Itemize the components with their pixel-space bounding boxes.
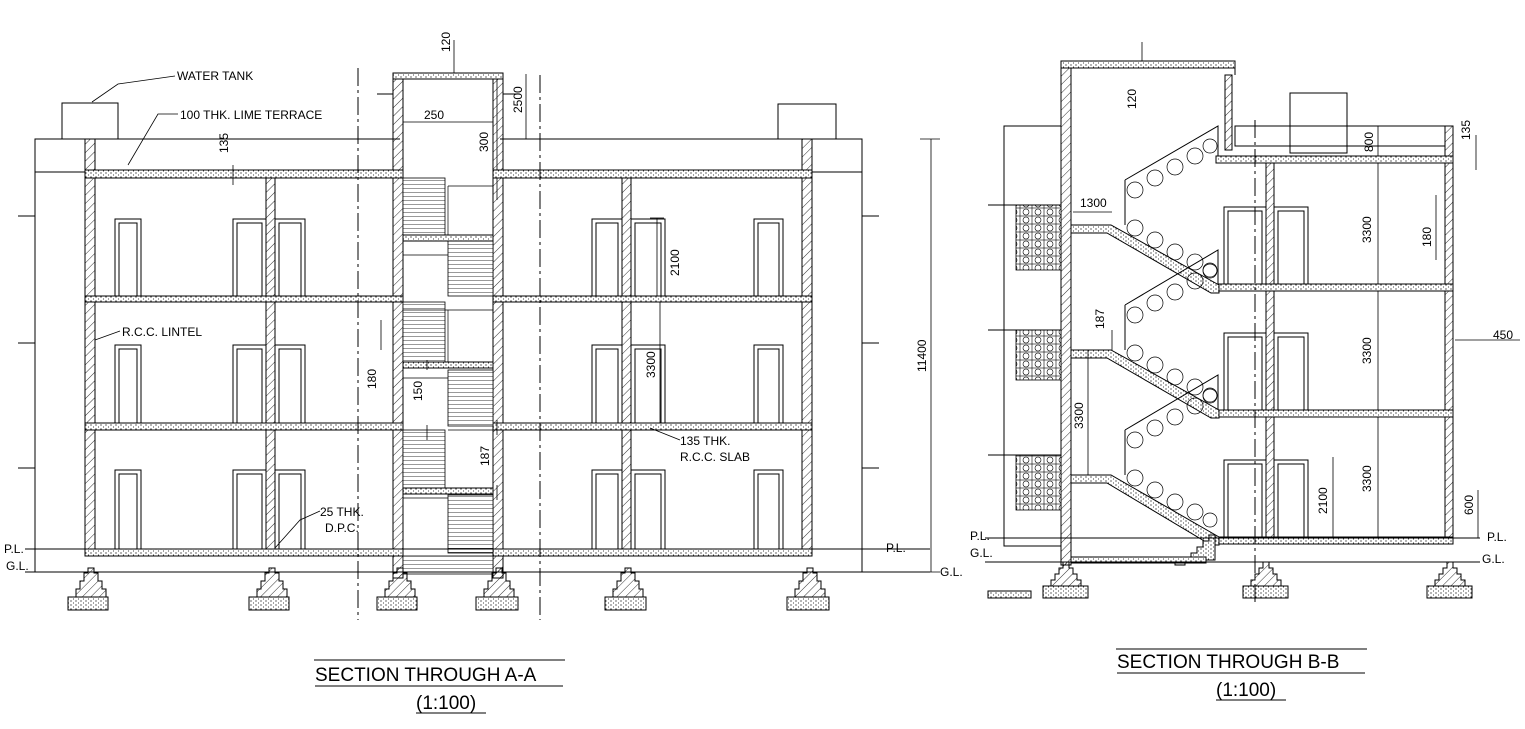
footings-a bbox=[67, 567, 830, 611]
section-a-title: SECTION THROUGH A-A bbox=[315, 665, 537, 686]
parapet-right bbox=[811, 138, 863, 173]
label-gl-right-b: G.L. bbox=[1482, 552, 1505, 566]
dim-b-2100: 2100 bbox=[1316, 487, 1330, 514]
label-gl-left-b: G.L. bbox=[970, 546, 993, 560]
dpc-floor-left bbox=[84, 548, 404, 557]
section-b-title: SECTION THROUGH B-B bbox=[1117, 652, 1339, 673]
b-water-tank bbox=[1289, 92, 1348, 154]
label-pl-left-a: P.L. bbox=[4, 542, 24, 556]
water-tank-left bbox=[61, 102, 119, 140]
roof-slab-left bbox=[84, 169, 404, 179]
label-gl-left-a: G.L. bbox=[6, 559, 29, 573]
stair-wall-right bbox=[492, 73, 504, 579]
section-a-scale: (1:100) bbox=[416, 693, 476, 714]
dim-a-120: 120 bbox=[439, 32, 453, 52]
dim-b-187: 187 bbox=[1093, 309, 1107, 329]
dim-a-250: 250 bbox=[424, 108, 444, 122]
section-b-scale: (1:100) bbox=[1216, 680, 1276, 701]
dim-b-800: 800 bbox=[1362, 132, 1376, 152]
dim-b-3300-bottom: 3300 bbox=[1360, 465, 1374, 492]
dim-a-2100: 2100 bbox=[668, 249, 682, 276]
wall-left bbox=[84, 138, 96, 550]
dim-b-180: 180 bbox=[1420, 227, 1434, 247]
dim-a-150: 150 bbox=[411, 381, 425, 401]
section-b-b: 120 1300 187 3300 800 135 3300 3300 3300… bbox=[970, 42, 1520, 701]
dim-b-1300: 1300 bbox=[1080, 196, 1107, 210]
dim-a-11400: 11400 bbox=[915, 339, 929, 372]
label-pl-right-b: P.L. bbox=[1487, 530, 1507, 544]
stair-wall-left bbox=[392, 73, 404, 579]
dim-b-450: 450 bbox=[1493, 328, 1513, 342]
label-gl-right-a: G.L. bbox=[940, 565, 963, 579]
label-rcc-slab-line1: 135 THK. bbox=[680, 434, 730, 448]
dim-b-600: 600 bbox=[1462, 495, 1476, 515]
section-a-a: WATER TANK 100 THK. LIME TERRACE R.C.C. … bbox=[4, 32, 963, 714]
wall-right bbox=[801, 138, 813, 550]
dim-a-3300: 3300 bbox=[644, 351, 658, 378]
label-water-tank: WATER TANK bbox=[177, 69, 253, 83]
label-pl-right-a: P.L. bbox=[886, 541, 906, 555]
stair-roof-slab bbox=[392, 72, 504, 80]
dim-b-3300-left: 3300 bbox=[1072, 402, 1086, 429]
label-lime-terrace: 100 THK. LIME TERRACE bbox=[180, 108, 322, 122]
dim-a-180: 180 bbox=[365, 369, 379, 389]
dim-a-300: 300 bbox=[477, 132, 491, 152]
label-rcc-lintel: R.C.C. LINTEL bbox=[122, 325, 202, 339]
dim-a-187: 187 bbox=[478, 446, 492, 466]
label-rcc-slab-line2: R.C.C. SLAB bbox=[680, 450, 750, 464]
dim-a-135: 135 bbox=[217, 133, 231, 153]
b-wall-right bbox=[1444, 125, 1454, 542]
b-tower-roof-slab bbox=[1060, 60, 1236, 69]
b-wall-left bbox=[1060, 61, 1072, 566]
dim-b-3300-top: 3300 bbox=[1360, 216, 1374, 243]
dim-b-3300-mid: 3300 bbox=[1360, 337, 1374, 364]
dim-a-2500: 2500 bbox=[511, 86, 525, 113]
parapet-left bbox=[34, 138, 86, 173]
water-tank-right bbox=[777, 103, 837, 140]
roof-slab-right bbox=[492, 169, 813, 179]
dim-b-120: 120 bbox=[1125, 89, 1139, 109]
b-stair-flights bbox=[1070, 125, 1220, 566]
label-dpc-line1: 25 THK. bbox=[320, 505, 364, 519]
dim-b-135: 135 bbox=[1459, 120, 1473, 140]
label-pl-left-b: P.L. bbox=[970, 529, 990, 543]
label-dpc-line2: D.P.C. bbox=[325, 521, 359, 535]
